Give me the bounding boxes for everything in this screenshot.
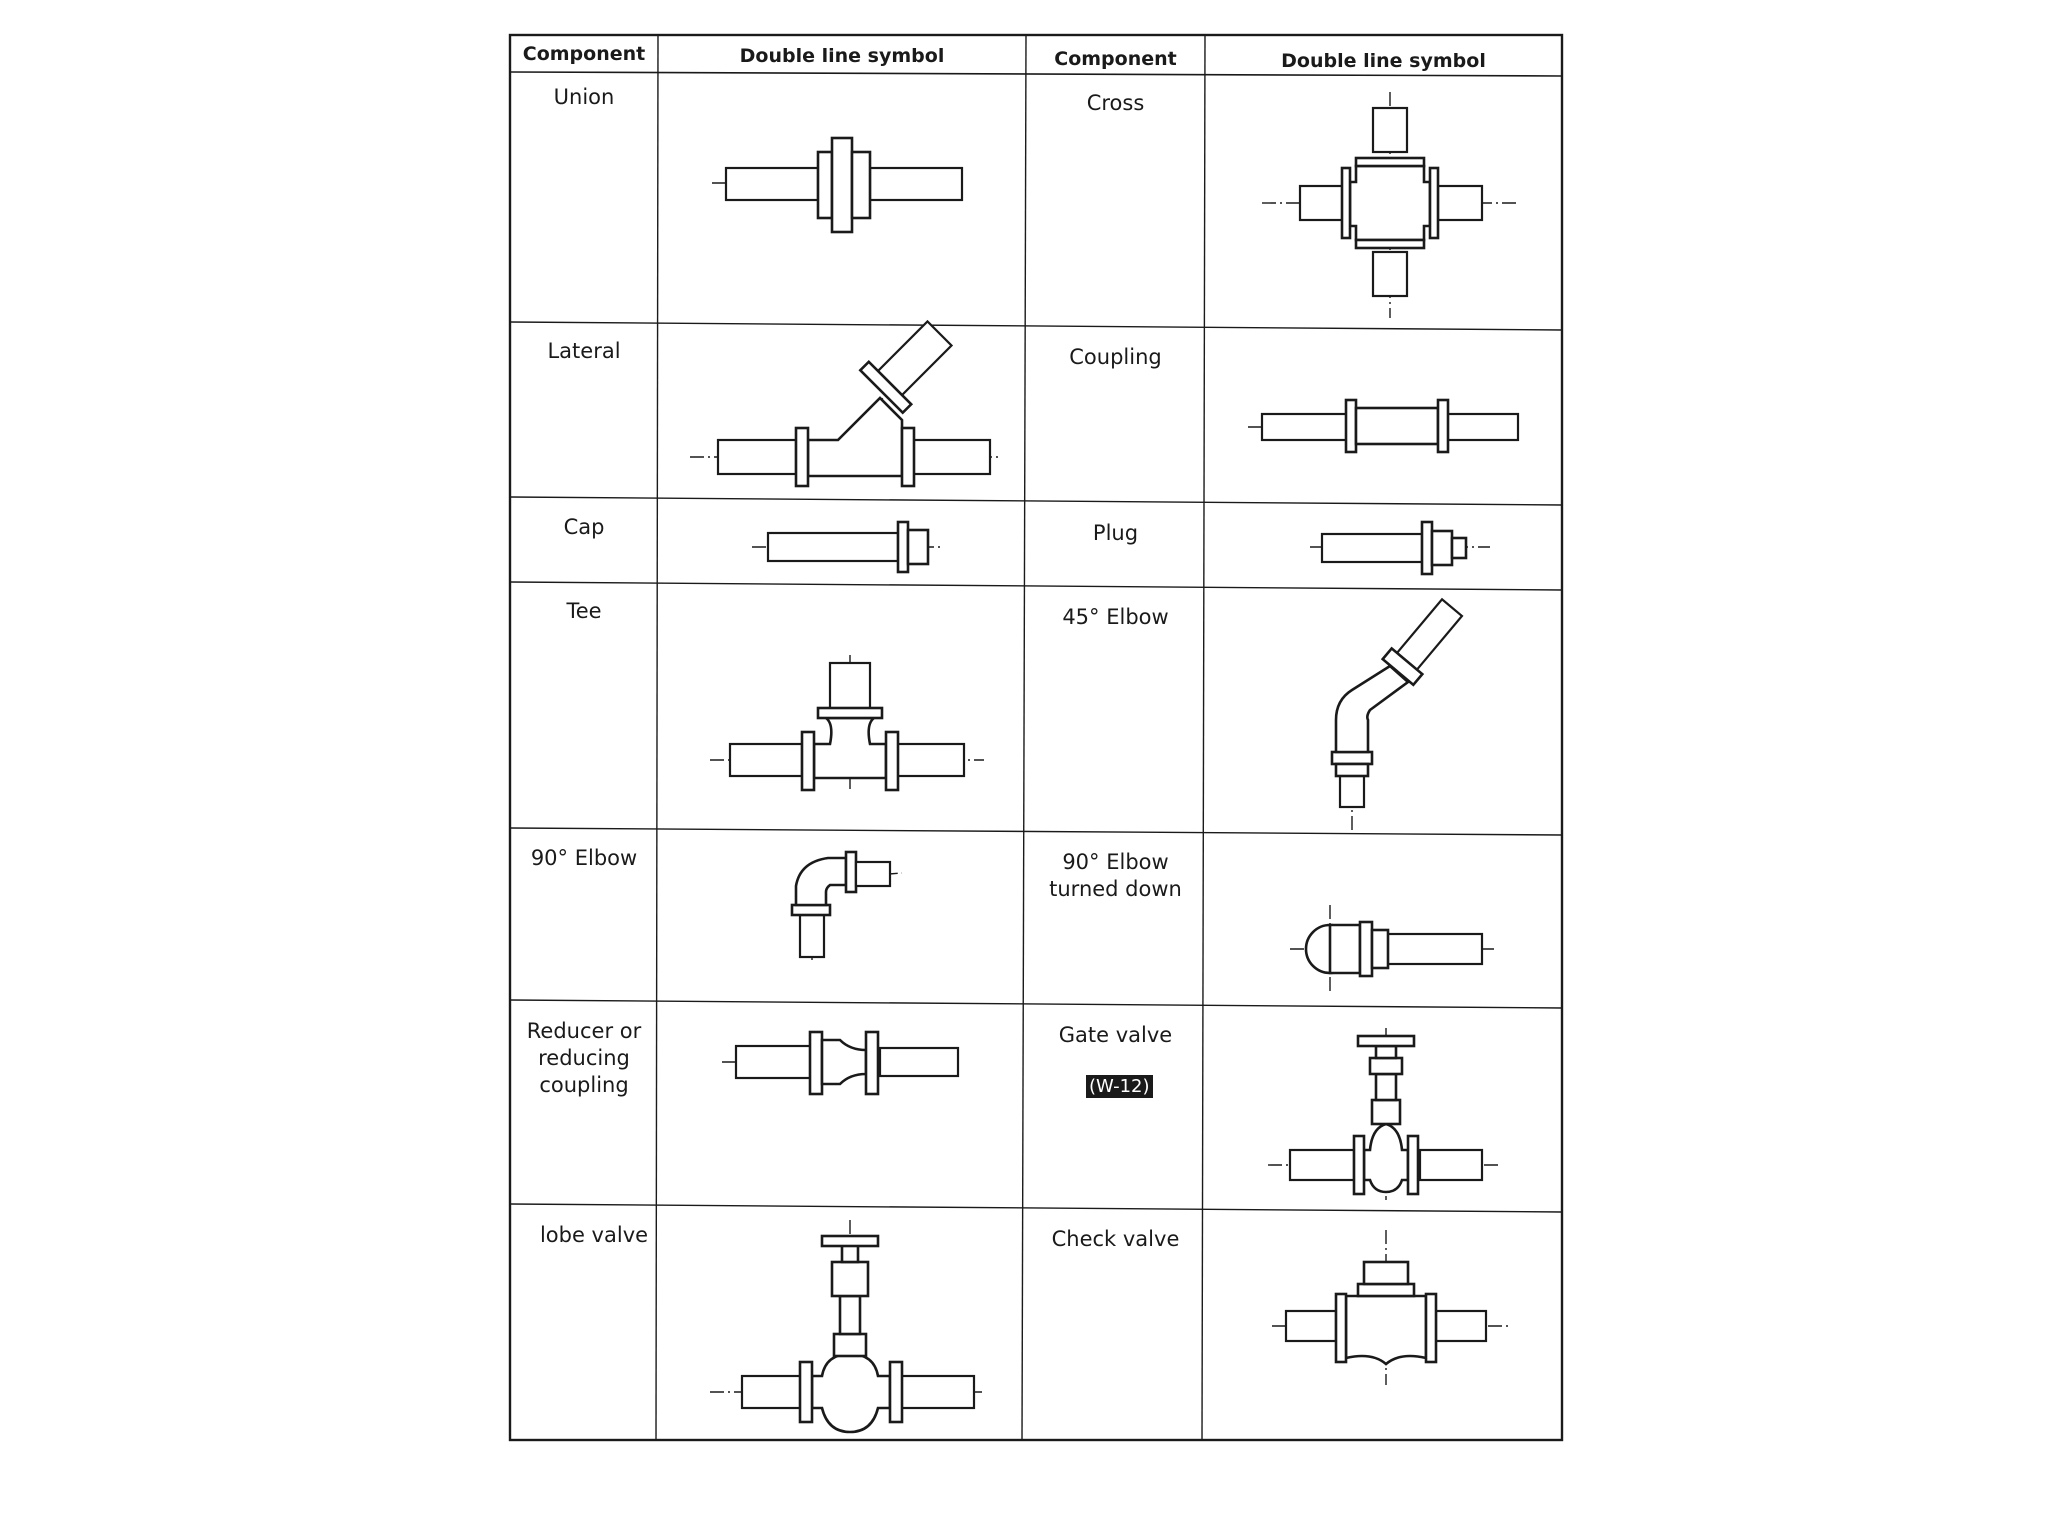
header-symbol-left: Double line symbol	[739, 45, 945, 67]
reducer-symbol-icon	[722, 1030, 962, 1096]
label-tee: Tee	[566, 599, 602, 623]
label-lateral: Lateral	[547, 339, 621, 363]
label-globe-valve: lobe valve	[539, 1223, 649, 1247]
elbow-90-symbol-icon	[790, 850, 903, 960]
label-45-elbow: 45° Elbow	[1062, 605, 1169, 629]
label-coupling: Coupling	[1069, 345, 1162, 369]
label-union: Union	[553, 85, 615, 109]
label-gate-valve: Gate valve	[1058, 1023, 1173, 1047]
label-plug: Plug	[1092, 521, 1139, 545]
header-component-left: Component	[522, 43, 646, 65]
lateral-symbol-icon	[690, 319, 1000, 488]
union-symbol-icon	[712, 136, 964, 234]
label-cross: Cross	[1086, 91, 1145, 115]
label-cap: Cap	[563, 515, 605, 539]
label-90-elbow-turned-down: 90° Elbow turned down	[1049, 850, 1182, 901]
cross-symbol-icon	[1262, 92, 1516, 318]
header-component-right: Component	[1054, 48, 1177, 70]
label-reducer: Reducer or reducing coupling	[526, 1019, 642, 1097]
coupling-symbol-icon	[1248, 398, 1520, 454]
elbow-45-symbol-icon	[1330, 597, 1464, 830]
label-90-elbow: 90° Elbow	[530, 846, 638, 870]
header-symbol-right: Double line symbol	[1281, 50, 1486, 72]
plug-symbol-icon	[1310, 520, 1490, 576]
gate-valve-symbol-icon	[1268, 1028, 1500, 1200]
tee-symbol-icon	[710, 655, 984, 792]
stamp-tag: (W-12)	[1086, 1075, 1153, 1098]
globe-valve-symbol-icon	[710, 1220, 982, 1434]
elbow-90-turned-down-symbol-icon	[1290, 905, 1494, 995]
cap-symbol-icon	[752, 520, 942, 574]
label-check-valve: Check valve	[1051, 1227, 1180, 1251]
check-valve-symbol-icon	[1272, 1230, 1508, 1385]
